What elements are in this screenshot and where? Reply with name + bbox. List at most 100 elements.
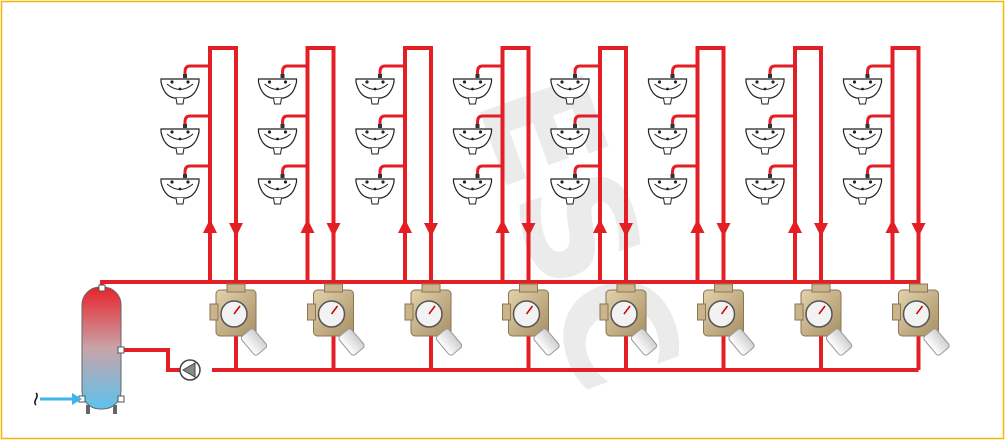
sink-branch-pipe bbox=[868, 116, 893, 125]
basin-pedestal bbox=[469, 98, 477, 104]
valve-top-port bbox=[325, 284, 343, 292]
basin-pedestal bbox=[859, 148, 867, 154]
sink-branch-pipe bbox=[283, 166, 308, 175]
tank-leg bbox=[113, 405, 117, 414]
washbasin-icon bbox=[844, 66, 893, 104]
faucet bbox=[866, 74, 870, 78]
valve-side-port bbox=[893, 304, 901, 320]
sink-branch-pipe bbox=[868, 66, 893, 75]
faucet bbox=[671, 174, 675, 178]
drain-dot bbox=[179, 88, 182, 91]
valve-side-port bbox=[405, 304, 413, 320]
faucet bbox=[768, 174, 772, 178]
tap-dot bbox=[771, 80, 774, 83]
sink-branch-pipe bbox=[673, 116, 698, 125]
drain-dot bbox=[374, 138, 377, 141]
flow-down-arrow-icon bbox=[717, 223, 731, 237]
faucet bbox=[476, 174, 480, 178]
basin-pedestal bbox=[176, 98, 184, 104]
sink-branch-pipe bbox=[770, 116, 795, 125]
tap-dot bbox=[576, 130, 579, 133]
flow-down-arrow-icon bbox=[327, 223, 341, 237]
sink-branch-pipe bbox=[380, 116, 405, 125]
tap-dot bbox=[755, 130, 758, 133]
basin-pedestal bbox=[859, 98, 867, 104]
tap-dot bbox=[463, 130, 466, 133]
tap-dot bbox=[381, 80, 384, 83]
tap-dot bbox=[284, 180, 287, 183]
drain-dot bbox=[374, 88, 377, 91]
tap-dot bbox=[170, 180, 173, 183]
basin-pedestal bbox=[371, 148, 379, 154]
sink-branch-pipe bbox=[185, 66, 210, 75]
washbasin-icon bbox=[161, 166, 210, 204]
tank-connection bbox=[99, 285, 105, 291]
valve-side-port bbox=[795, 304, 803, 320]
tap-dot bbox=[853, 130, 856, 133]
flow-up-arrow-icon bbox=[691, 219, 705, 233]
drain-dot bbox=[569, 138, 572, 141]
tap-dot bbox=[268, 180, 271, 183]
tap-dot bbox=[869, 180, 872, 183]
washbasin-icon bbox=[161, 116, 210, 154]
tap-dot bbox=[170, 80, 173, 83]
washbasin-icon bbox=[161, 66, 210, 104]
basin-pedestal bbox=[664, 148, 672, 154]
valve-side-port bbox=[210, 304, 218, 320]
drain-dot bbox=[764, 188, 767, 191]
hot-water-storage-tank bbox=[79, 285, 124, 414]
tap-dot bbox=[658, 80, 661, 83]
flow-up-arrow-icon bbox=[398, 219, 412, 233]
faucet bbox=[183, 74, 187, 78]
tank-leg bbox=[86, 405, 90, 414]
tap-dot bbox=[869, 130, 872, 133]
faucet bbox=[866, 124, 870, 128]
sink-branch-pipe bbox=[868, 166, 893, 175]
break-symbol bbox=[35, 393, 37, 405]
washbasin-icon bbox=[356, 66, 405, 104]
tap-dot bbox=[186, 80, 189, 83]
basin-pedestal bbox=[859, 198, 867, 204]
flow-down-arrow-icon bbox=[229, 223, 243, 237]
basin-pedestal bbox=[371, 198, 379, 204]
tap-dot bbox=[365, 80, 368, 83]
tap-dot bbox=[186, 130, 189, 133]
tap-dot bbox=[186, 180, 189, 183]
thermostatic-balancing-valve-icon bbox=[795, 284, 853, 356]
tap-dot bbox=[674, 180, 677, 183]
drain-dot bbox=[471, 88, 474, 91]
tap-dot bbox=[658, 130, 661, 133]
tap-dot bbox=[771, 130, 774, 133]
tap-dot bbox=[674, 80, 677, 83]
sink-branch-pipe bbox=[380, 66, 405, 75]
valve-top-port bbox=[422, 284, 440, 292]
tap-dot bbox=[463, 180, 466, 183]
washbasin-icon bbox=[844, 116, 893, 154]
flow-up-arrow-icon bbox=[203, 219, 217, 233]
valve-side-port bbox=[503, 304, 511, 320]
valve-top-port bbox=[812, 284, 830, 292]
valve-side-port bbox=[698, 304, 706, 320]
basin-pedestal bbox=[371, 98, 379, 104]
watermark: ESC bbox=[441, 52, 714, 413]
drain-dot bbox=[276, 188, 279, 191]
return-to-tank-pipe bbox=[121, 350, 180, 370]
washbasin-icon bbox=[649, 116, 698, 154]
washbasin-icon bbox=[746, 116, 795, 154]
drain-dot bbox=[276, 138, 279, 141]
sink-branch-pipe bbox=[673, 166, 698, 175]
valve-side-port bbox=[600, 304, 608, 320]
faucet bbox=[183, 124, 187, 128]
faucet bbox=[281, 74, 285, 78]
basin-pedestal bbox=[664, 198, 672, 204]
washbasin-icon bbox=[356, 116, 405, 154]
valve-top-port bbox=[617, 284, 635, 292]
sink-branch-pipe bbox=[478, 66, 503, 75]
washbasin-icon bbox=[259, 66, 308, 104]
tank-connection bbox=[118, 347, 124, 353]
cold-water-inlet-arrow-icon bbox=[35, 393, 82, 405]
tap-dot bbox=[771, 180, 774, 183]
valve-side-port bbox=[308, 304, 316, 320]
flow-down-arrow-icon bbox=[912, 223, 926, 237]
